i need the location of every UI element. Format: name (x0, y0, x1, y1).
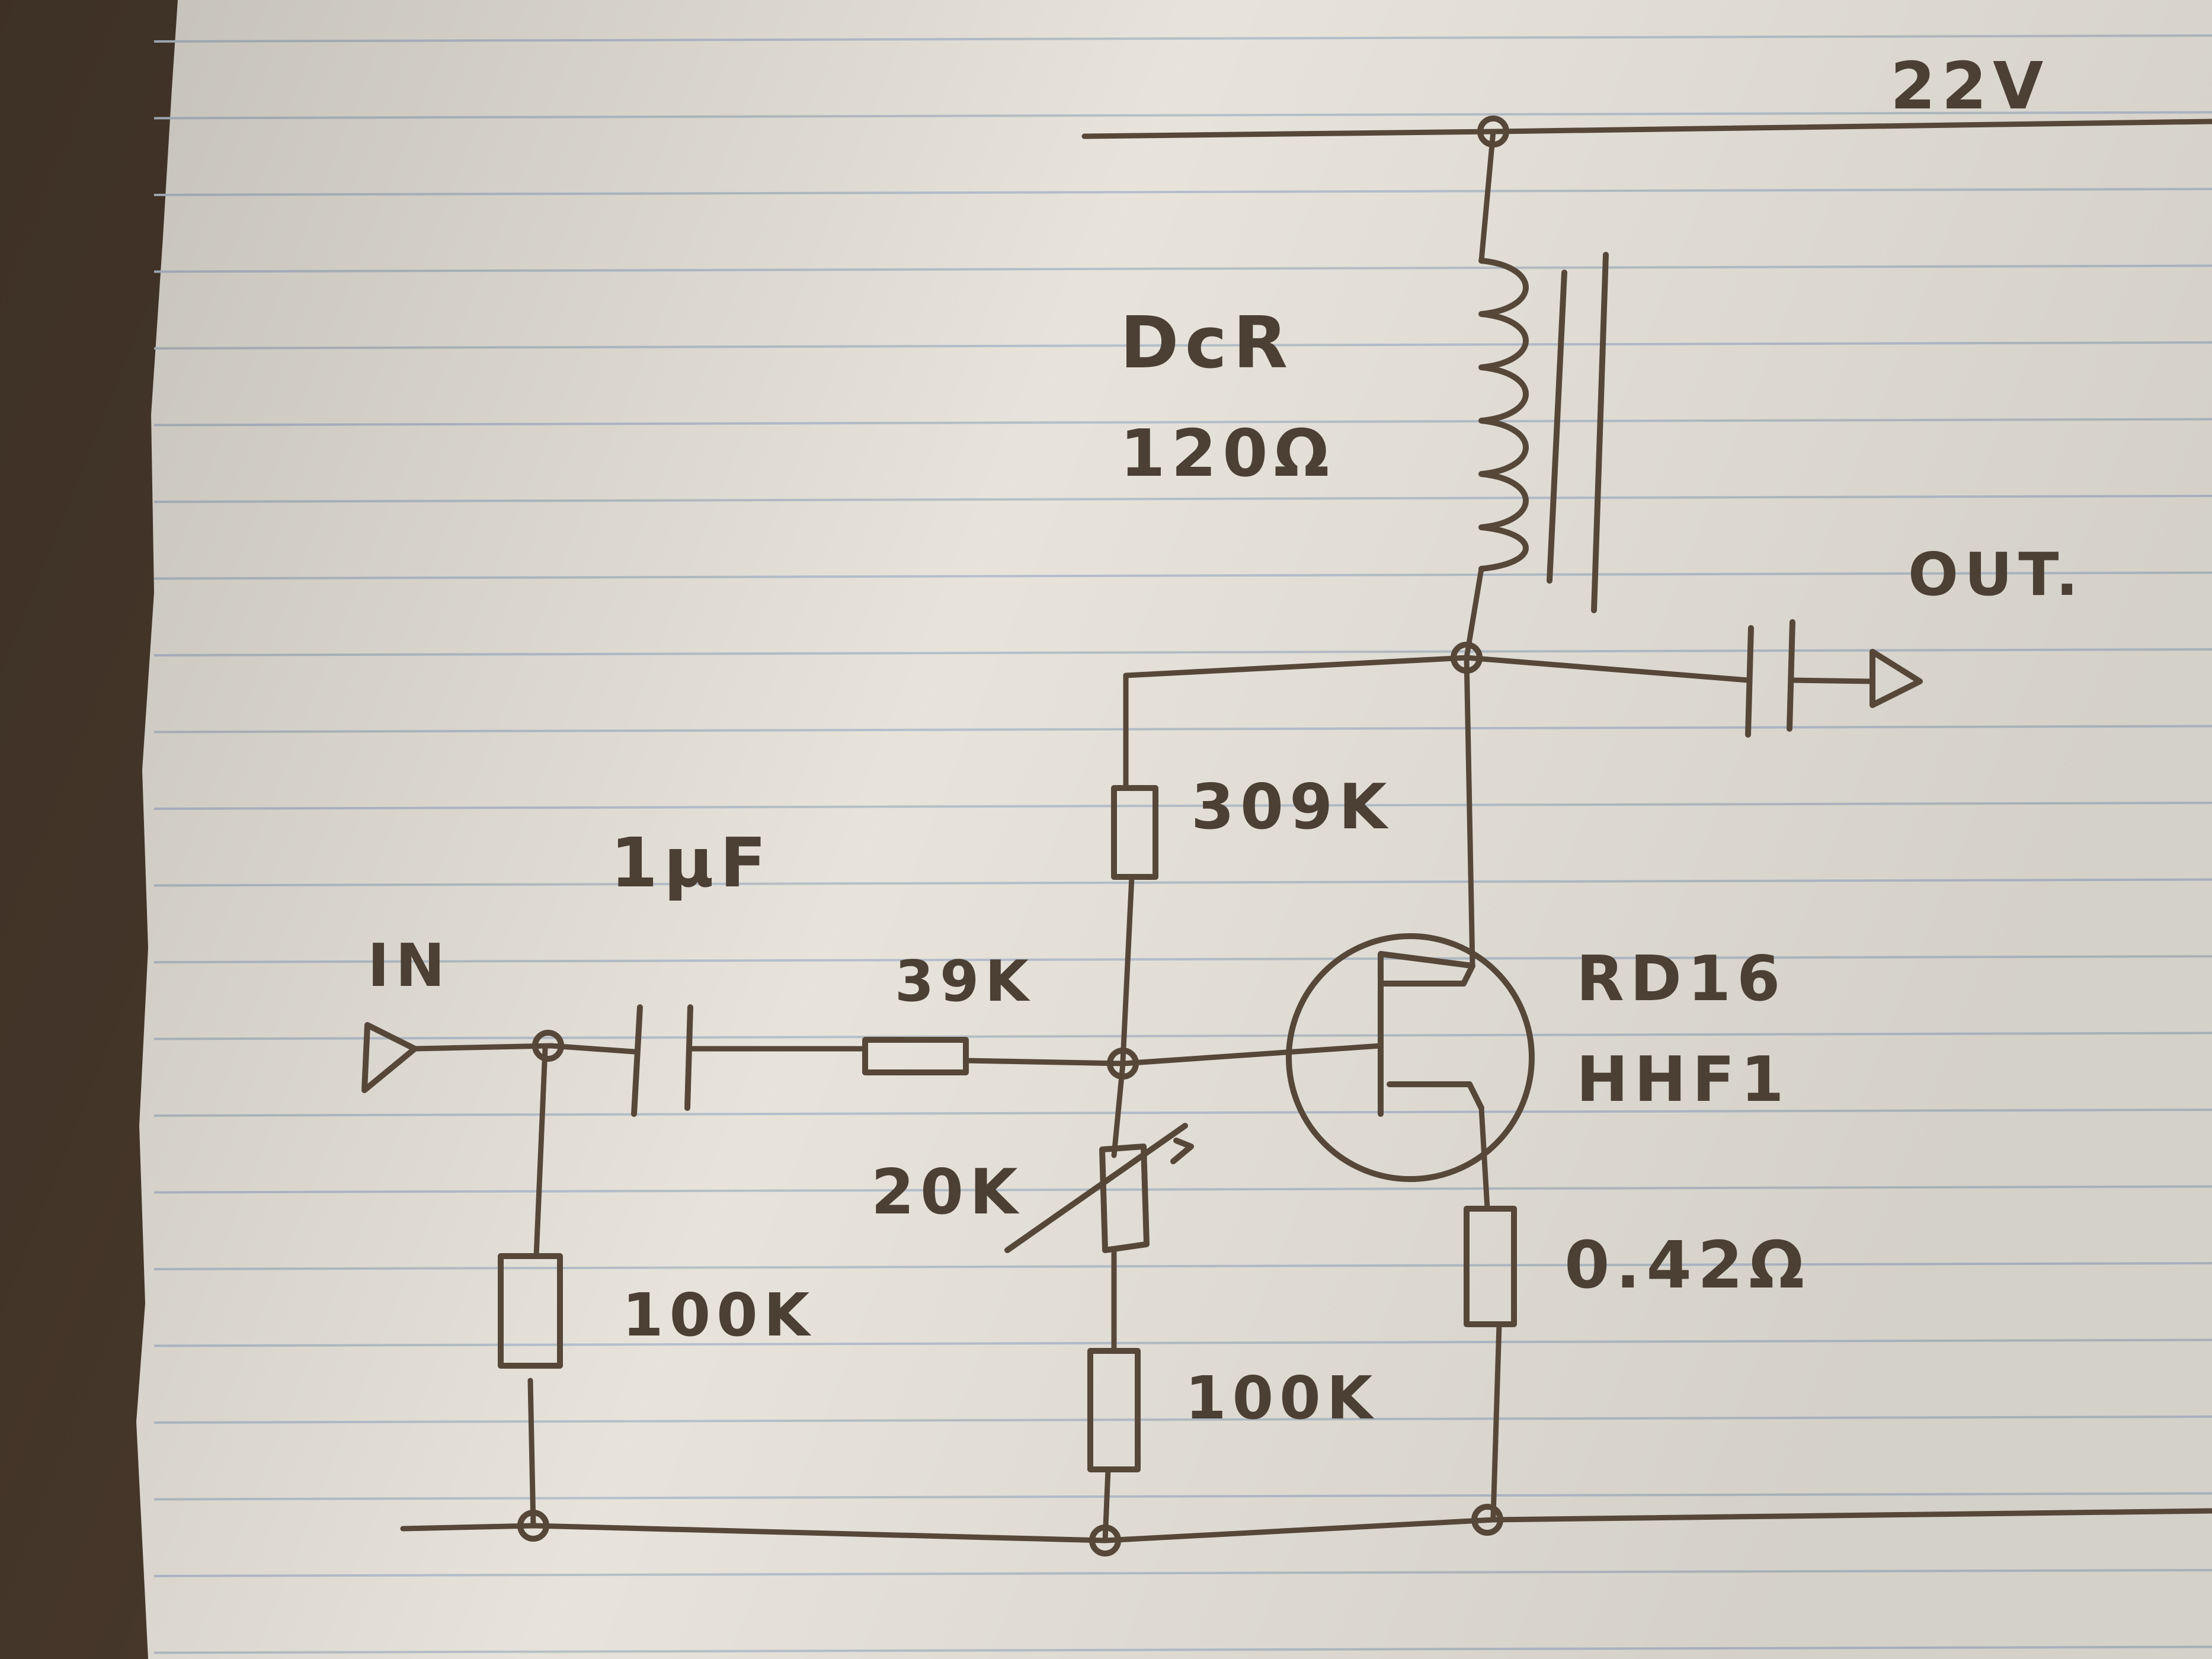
wire-r-source-to-ground (1490, 1321, 1502, 1520)
wire-100k-input-to-ground (527, 1378, 536, 1529)
inductor-core-line-1 (1547, 270, 1567, 584)
output-terminal-arrow (1870, 649, 1923, 708)
input-terminal-arrow (361, 1022, 418, 1093)
label-resistor-309k: 309K (1191, 771, 1393, 843)
wire-drain-to-mosfet (1464, 655, 1475, 969)
output-capacitor-plate-2 (1787, 619, 1795, 732)
mosfet-drain-lead (1378, 951, 1475, 987)
output-capacitor-plate-1 (1745, 625, 1754, 738)
input-capacitor-plate-2 (684, 1004, 693, 1111)
label-supply-voltage: 22V (1890, 48, 2050, 124)
label-resistor-100k-bottom: 100K (1185, 1363, 1379, 1433)
wire-node-to-cap (548, 1043, 637, 1055)
inductor-coil (1478, 258, 1529, 572)
wire-drain-bus (1123, 655, 1751, 683)
inductor-core-line-2 (1591, 252, 1609, 613)
mosfet-source-lead (1387, 1081, 1484, 1111)
resistor-39k (862, 1037, 969, 1075)
node-input (532, 1030, 564, 1062)
wire-cap-to-output (1790, 677, 1875, 684)
node-gate (1107, 1048, 1139, 1080)
resistor-309k (1111, 785, 1158, 880)
wire-source-to-r-source (1478, 1105, 1490, 1212)
wire-supply-to-inductor (1478, 129, 1496, 264)
node-ground-middle (1089, 1525, 1121, 1556)
node-drain (1451, 642, 1483, 674)
resistor-100k-bottom (1087, 1348, 1141, 1472)
node-supply (1477, 116, 1509, 148)
label-mosfet-part: RD16 (1576, 943, 1787, 1015)
wire-309k-to-gate-node (1120, 874, 1135, 1064)
mosfet-body-circle (1286, 933, 1535, 1182)
ground-rail (400, 1508, 2212, 1543)
trimmer-pot-20k (1099, 1144, 1150, 1253)
label-resistor-0-42-ohm: 0.42Ω (1564, 1227, 1810, 1303)
resistor-100k-input (498, 1253, 563, 1369)
label-input-capacitor: 1μF (610, 824, 773, 903)
label-dcr-value: 120Ω (1120, 415, 1336, 491)
label-resistor-100k-input: 100K (622, 1280, 816, 1350)
input-capacitor-plate-1 (631, 1004, 643, 1117)
wire-gate (1120, 1043, 1384, 1066)
label-resistor-39k: 39K (895, 949, 1035, 1014)
resistor-0-42-ohm (1464, 1206, 1517, 1327)
label-trimmer-20k: 20K (871, 1156, 1024, 1228)
wire-39k-to-gate-node (963, 1058, 1126, 1066)
node-ground-right (1471, 1504, 1503, 1536)
label-mosfet-suffix: HHF1 (1576, 1043, 1790, 1116)
node-ground-left (517, 1510, 549, 1542)
label-dcr-title: DcR (1120, 302, 1294, 385)
label-input: IN (367, 931, 451, 1000)
wire-input-node-to-100k (533, 1046, 548, 1259)
label-output: OUT. (1908, 540, 2085, 609)
wire-input-to-node (412, 1043, 554, 1052)
trimmer-pot-arrow (1004, 1123, 1194, 1253)
